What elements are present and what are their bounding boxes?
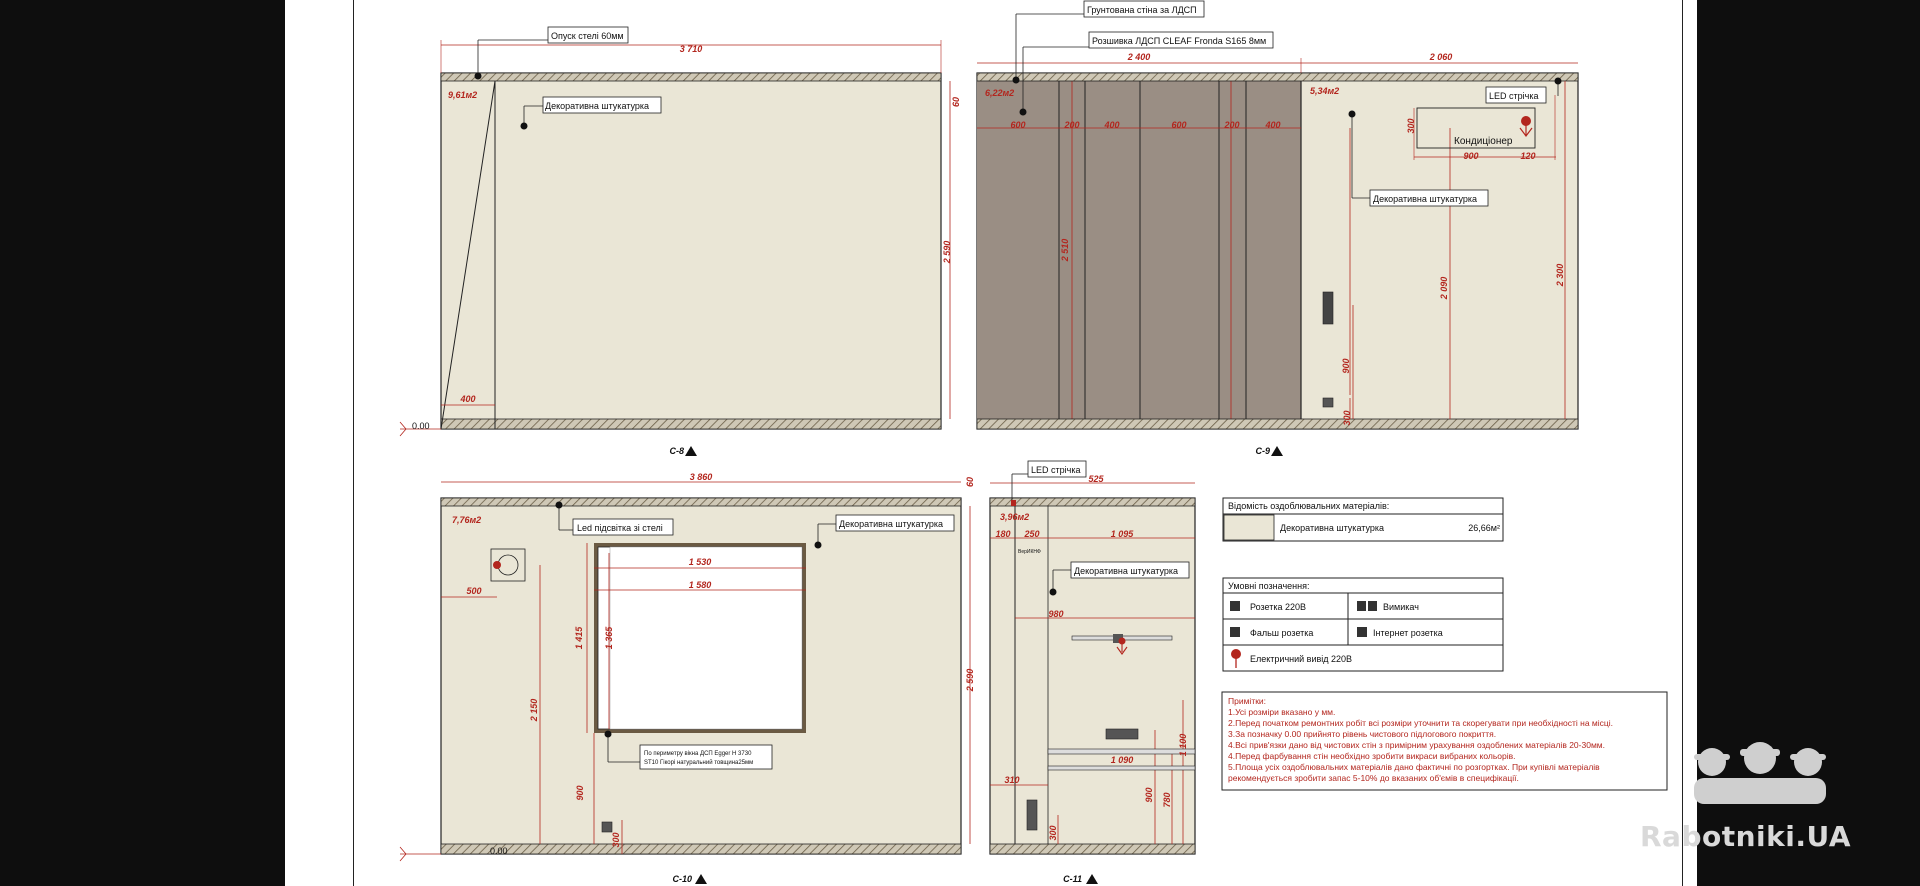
dim-c10-900: 900 <box>575 785 585 800</box>
materials-table <box>1222 497 1504 542</box>
dim-c11-1095: 1 095 <box>1111 529 1135 539</box>
note-line-3: 3.За позначку 0.00 прийнято рівень чисто… <box>1228 729 1496 739</box>
label-c10: С-10 <box>672 874 692 884</box>
legend-title: Умовні позначення: <box>1228 581 1309 591</box>
callout-window-trim-2: ST10 Гікорі натуральний товщина25мм <box>644 759 753 766</box>
area-c9-right: 5,34м2 <box>1310 86 1339 96</box>
dim-c9-panel-6: 400 <box>1264 120 1280 130</box>
sheet-frame <box>353 0 1683 886</box>
label-c11: С-11 <box>1063 874 1082 884</box>
callout-led-ceiling: Led підсвітка зі стелі <box>577 523 663 533</box>
callout-plaster-c10: Декоративна штукатурка <box>839 519 943 529</box>
callout-ldsp: Розшивка ЛДСП CLEAF Fronda S165 8мм <box>1092 36 1266 46</box>
dim-c11-180: 180 <box>995 529 1010 539</box>
dim-c9-panel-2: 200 <box>1063 120 1079 130</box>
material-qty: 26,66м² <box>1468 523 1500 533</box>
legend-switch: Вимикач <box>1383 602 1419 612</box>
callout-plaster-c9: Декоративна штукатурка <box>1373 194 1477 204</box>
area-c9-left: 6,22м2 <box>985 88 1014 98</box>
area-c11: 3,96м2 <box>1000 512 1029 522</box>
dim-c10-500: 500 <box>466 586 481 596</box>
dim-c9-ac-height: 300 <box>1406 118 1416 133</box>
dim-c8-400: 400 <box>459 394 475 404</box>
dim-c11-1100: 1 100 <box>1178 734 1188 757</box>
dim-c10-1530: 1 530 <box>689 557 712 567</box>
legend-table <box>1222 577 1504 672</box>
elevation-c11 <box>989 460 1196 884</box>
dim-c9-panel-4: 600 <box>1171 120 1186 130</box>
dim-c8-height: 2 590 <box>942 241 952 265</box>
dim-c10-1415: 1 415 <box>574 626 584 650</box>
legend-socket: Розетка 220В <box>1250 602 1306 612</box>
callout-led-c11: LED стрічка <box>1031 465 1080 475</box>
dim-c11-310: 310 <box>1004 775 1019 785</box>
callout-plaster-c11: Декоративна штукатурка <box>1074 566 1178 576</box>
watermark: Rabotniki.UA <box>1640 820 1852 853</box>
dim-c11-900: 900 <box>1144 787 1154 802</box>
legend-outlet: Електричний вивід 220В <box>1250 654 1352 664</box>
dim-c11-250: 250 <box>1023 529 1039 539</box>
dim-c9-2090: 2 090 <box>1439 277 1449 301</box>
dim-c10-width: 3 860 <box>690 472 713 482</box>
dim-c9-300: 300 <box>1342 410 1352 425</box>
legend-internet-socket: Інтернет розетка <box>1373 628 1443 638</box>
worker-helmets-icon <box>1694 742 1826 804</box>
notes-box <box>1221 691 1668 791</box>
elevation-c9 <box>976 0 1579 456</box>
dim-c9-900: 900 <box>1341 358 1351 373</box>
dim-c10-2590: 2 590 <box>965 669 975 693</box>
note-line-2: 2.Перед початком ремонтних робіт всі роз… <box>1228 718 1613 728</box>
note-line-5: 4.Перед фарбування стін необхідно зробит… <box>1228 751 1515 761</box>
notes-text: Примітки: 1.Усі розміри вказано у мм. 2.… <box>1228 696 1613 783</box>
dim-c10-1365: 1 365 <box>604 626 614 650</box>
dim-c9-panel-3: 400 <box>1103 120 1119 130</box>
material-name: Декоративна штукатурка <box>1280 523 1384 533</box>
dim-c9-2510: 2 510 <box>1060 239 1070 263</box>
label-c9: С-9 <box>1255 446 1270 456</box>
elevation-c10 <box>399 481 971 884</box>
dim-c9-left: 2 400 <box>1127 52 1151 62</box>
dim-c9-panel-5: 200 <box>1223 120 1239 130</box>
area-c8: 9,61м2 <box>448 90 477 100</box>
dim-c10-1580: 1 580 <box>689 580 712 590</box>
notes-title: Примітки: <box>1228 696 1266 706</box>
callout-window-trim-1: По периметру вікна ДСП Egger H 3730 <box>644 751 752 757</box>
callout-led-c9: LED стрічка <box>1489 91 1538 101</box>
level-c10: 0.00 <box>490 846 508 856</box>
dim-c8-60: 60 <box>951 97 961 107</box>
callout-ceiling-drop: Опуск стелі 60мм <box>551 31 624 41</box>
legend-fake-socket: Фальш розетка <box>1250 628 1313 638</box>
dim-c11-780: 780 <box>1162 792 1172 807</box>
small-label-c11: ВерИКНФ <box>1018 549 1041 555</box>
materials-title: Відомість оздоблювальних матеріалів: <box>1228 501 1389 511</box>
dim-c11-300: 300 <box>1048 825 1058 840</box>
dim-c9-right: 2 060 <box>1429 52 1453 62</box>
dim-c9-2300: 2 300 <box>1555 264 1565 288</box>
dim-c11-980: 980 <box>1048 609 1063 619</box>
dim-c10-60: 60 <box>965 477 975 487</box>
elevation-c8 <box>399 26 951 456</box>
label-c8: С-8 <box>669 446 684 456</box>
note-line-4: 4.Всі прив'язки дано від чистових стін з… <box>1228 740 1605 750</box>
note-line-6: 5.Площа усіх оздоблювальних матеріалів д… <box>1228 762 1600 772</box>
dim-c11-1090: 1 090 <box>1111 755 1134 765</box>
dim-c9-ac-right: 120 <box>1520 151 1535 161</box>
note-line-7: рекомендується зробити запас 5-10% до вк… <box>1228 773 1519 783</box>
note-line-1: 1.Усі розміри вказано у мм. <box>1228 707 1335 717</box>
dim-c8-width: 3 710 <box>680 44 703 54</box>
dim-c10-2150: 2 150 <box>529 699 539 723</box>
dim-c10-300: 300 <box>611 832 621 847</box>
label-air-conditioner: Кондиціонер <box>1454 136 1513 147</box>
area-c10: 7,76м2 <box>452 515 481 525</box>
callout-primed-wall: Грунтована стіна за ЛДСП <box>1087 5 1197 15</box>
callout-plaster-c8: Декоративна штукатурка <box>545 101 649 111</box>
level-c8: 0.00 <box>412 421 430 431</box>
dim-c9-ac-width: 900 <box>1463 151 1478 161</box>
dim-c11-525: 525 <box>1088 474 1104 484</box>
dim-c9-panel-1: 600 <box>1010 120 1025 130</box>
